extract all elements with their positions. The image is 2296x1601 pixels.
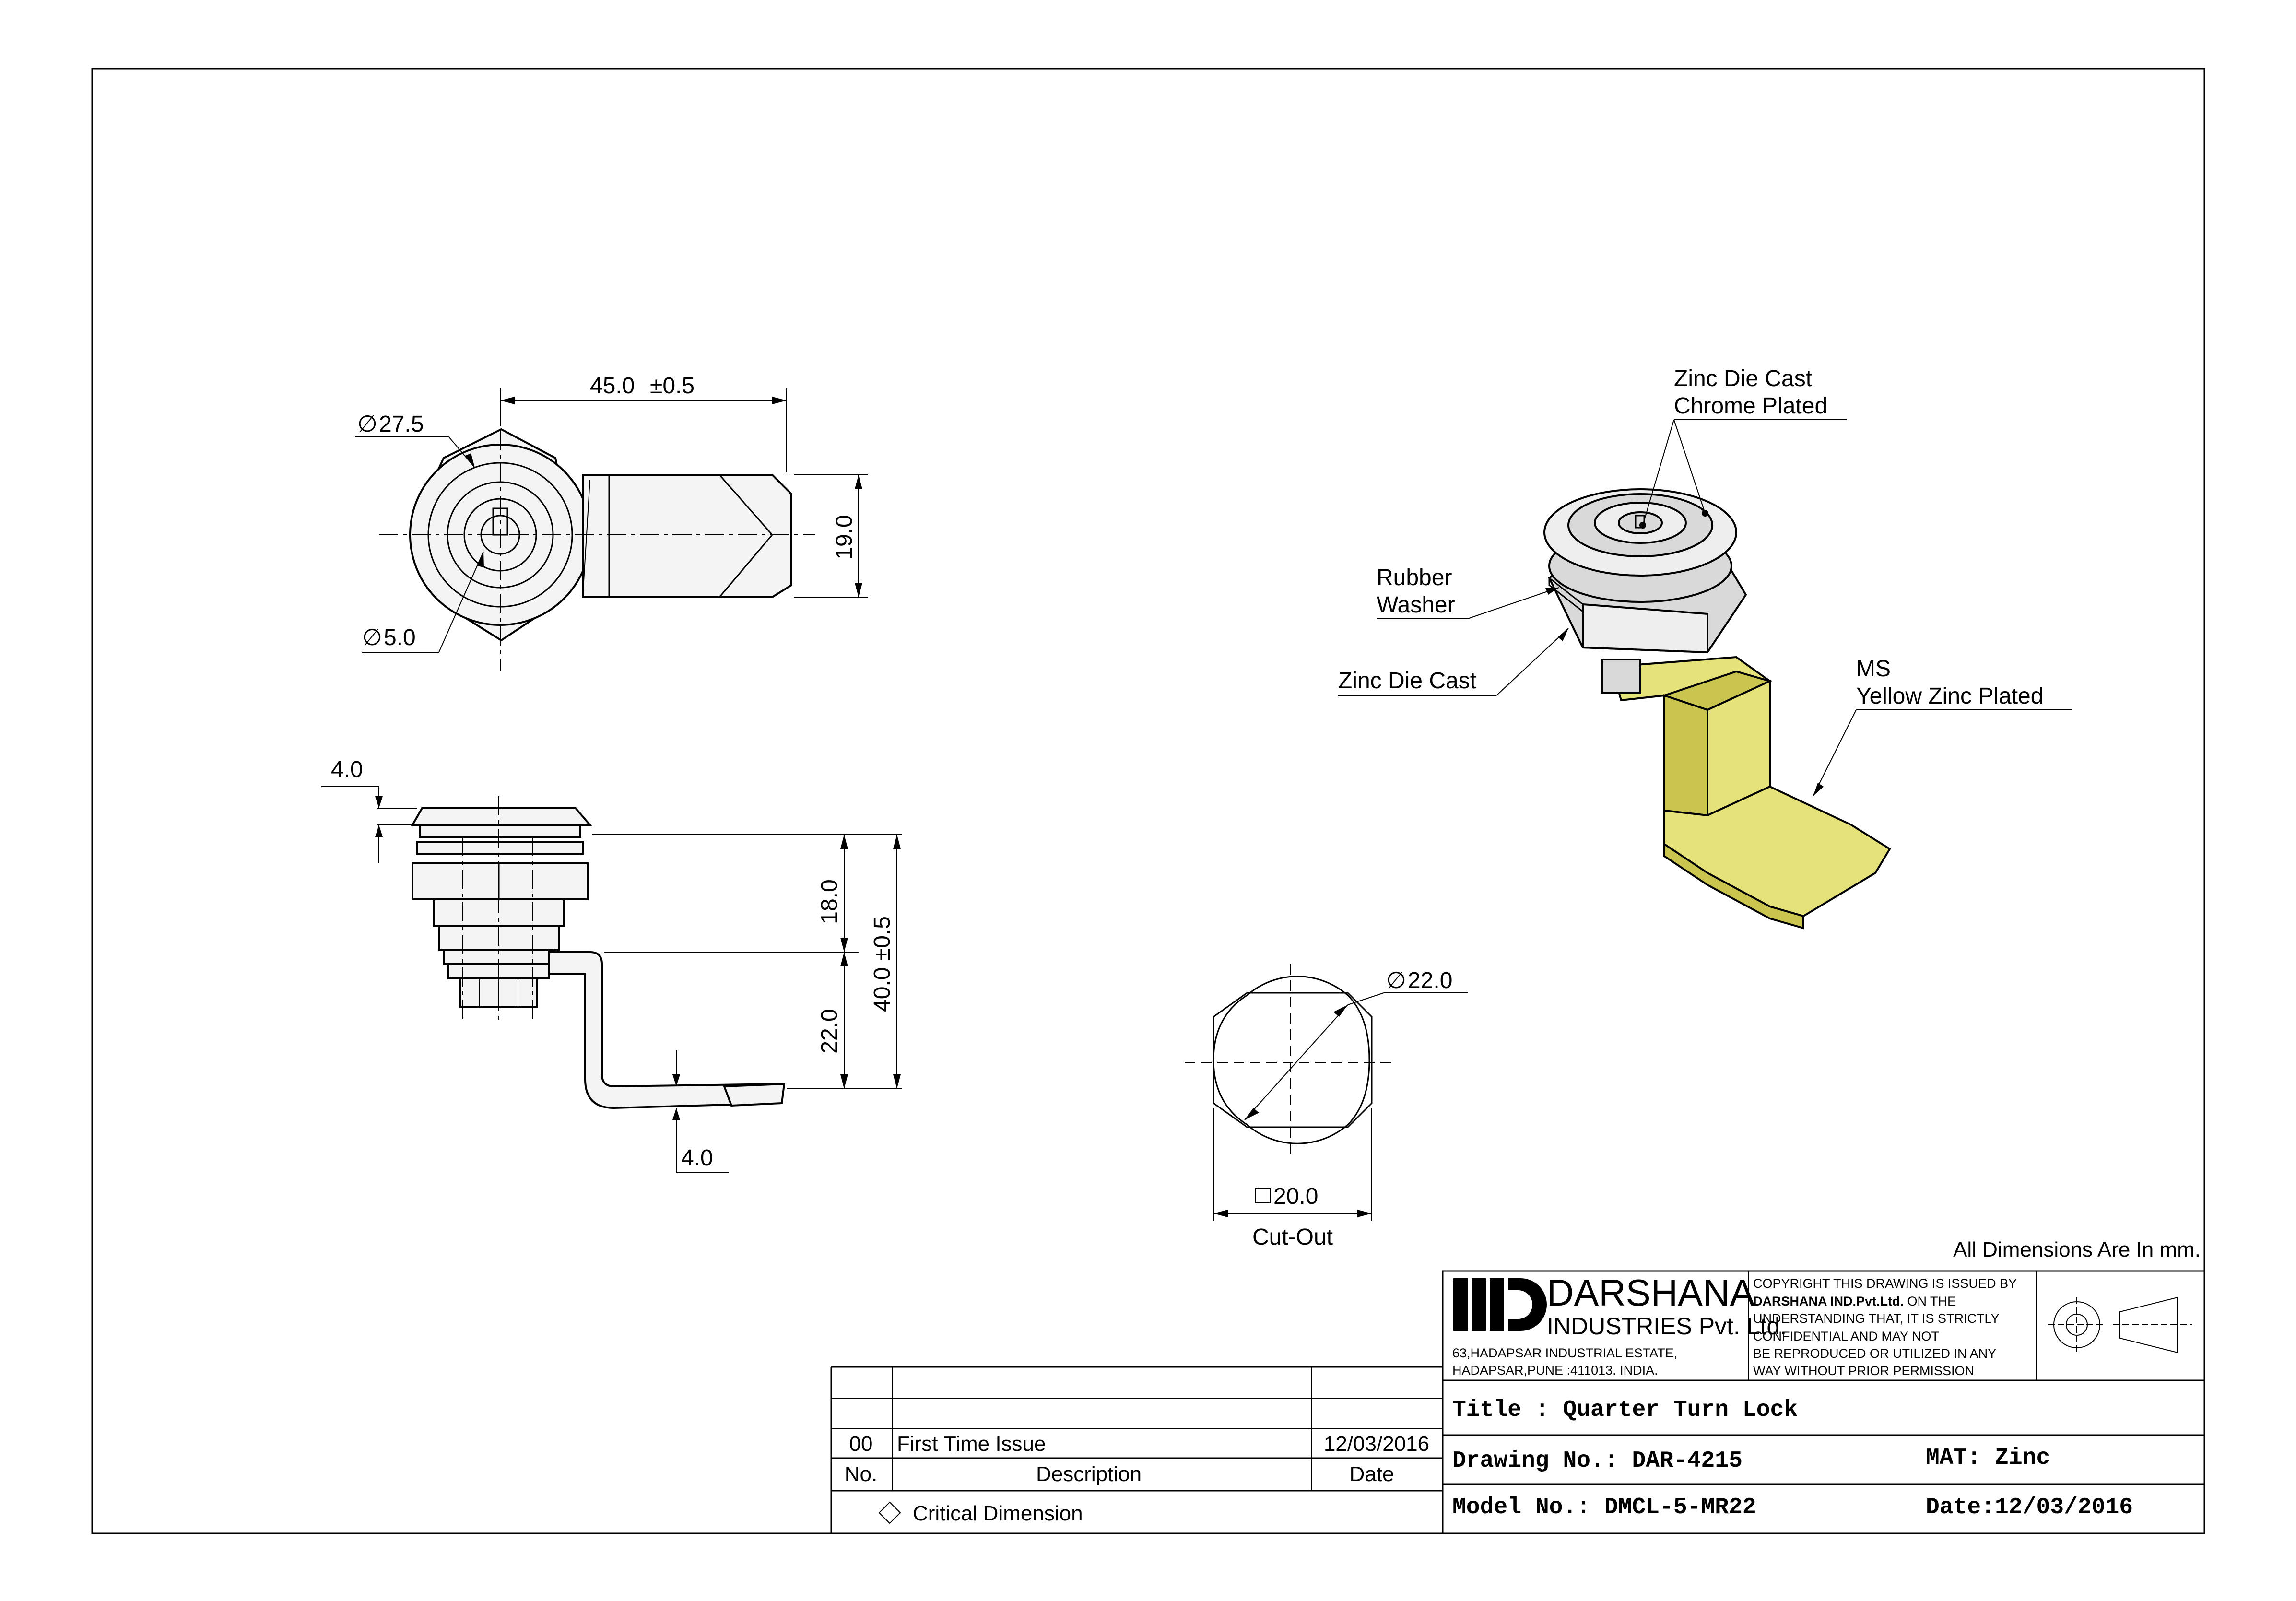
rev-header-no: No. bbox=[845, 1462, 877, 1486]
cutout-square-value: 20.0 bbox=[1273, 1184, 1318, 1209]
side-view-cap bbox=[411, 807, 592, 826]
dim-inner-dia-value: 5.0 bbox=[384, 625, 416, 650]
callout-1-line2: Chrome Plated bbox=[1674, 393, 1827, 419]
rev-header-date: Date bbox=[1350, 1462, 1394, 1486]
callout-3: Zinc Die Cast bbox=[1338, 668, 1476, 694]
rev-row-3-no: 00 bbox=[849, 1432, 873, 1456]
cutout-dia-symbol: ∅ bbox=[1386, 968, 1406, 993]
dim-length-value: 45.0 bbox=[590, 373, 635, 399]
company-sub: INDUSTRIES Pvt. Ltd. bbox=[1547, 1313, 1787, 1340]
copyright-line4: CONFIDENTIAL AND MAY NOT bbox=[1753, 1329, 1939, 1343]
side-view-nut bbox=[412, 862, 589, 900]
drawing-date: Date:12/03/2016 bbox=[1926, 1495, 2133, 1520]
company-logo bbox=[1453, 1278, 1547, 1331]
copyright-line2: DARSHANA IND.Pvt.Ltd. ON THE bbox=[1753, 1294, 1956, 1308]
dim-cap-value: 4.0 bbox=[331, 757, 363, 782]
dim-length-tolerance: ±0.5 bbox=[650, 373, 695, 399]
cutout-view: ∅ 22.0 20.0 Cut-Out bbox=[1185, 964, 1468, 1250]
top-view: 45.0 ±0.5 19.0 ∅ 27.5 ∅ 5.0 bbox=[355, 373, 868, 671]
copyright-line5: BE REPRODUCED OR UTILIZED IN ANY bbox=[1753, 1346, 1996, 1361]
sheet-border bbox=[91, 68, 2205, 1534]
company-name: DARSHANA bbox=[1547, 1271, 1754, 1314]
rev-row-3-description: First Time Issue bbox=[897, 1432, 1046, 1456]
iso-view: Zinc Die Cast Chrome Plated Rubber Washe… bbox=[1338, 366, 2072, 930]
drawing-title: Title : Quarter Turn Lock bbox=[1452, 1397, 1798, 1423]
cutout-label: Cut-Out bbox=[1252, 1224, 1333, 1250]
model-number: Model No.: DMCL-5-MR22 bbox=[1452, 1495, 1756, 1520]
dim-outer-dia-value: 27.5 bbox=[379, 412, 424, 437]
revision-table: 00 First Time Issue 12/03/2016 No. Descr… bbox=[830, 1366, 1443, 1533]
cutout-shape bbox=[1213, 976, 1370, 1144]
callout-4-line1: MS bbox=[1856, 656, 1891, 682]
critical-dimension-icon bbox=[878, 1501, 901, 1524]
units-note: All Dimensions Are In mm. bbox=[1953, 1238, 2201, 1261]
dim-inner-dia-symbol: ∅ bbox=[362, 625, 382, 650]
iso-cam-vertical bbox=[1663, 694, 1708, 817]
dim-cam-value: 4.0 bbox=[681, 1145, 713, 1171]
callout-2-line1: Rubber bbox=[1377, 565, 1452, 590]
side-view: 4.0 18.0 22.0 40.0 ±0.5 4.0 bbox=[321, 757, 902, 1173]
projection-symbol-icon bbox=[2048, 1296, 2192, 1354]
material: MAT: Zinc bbox=[1926, 1445, 2050, 1471]
title-block: DARSHANA INDUSTRIES Pvt. Ltd. 63,HADAPSA… bbox=[1442, 1270, 2205, 1534]
square-symbol bbox=[1255, 1188, 1271, 1203]
dim-lower-value: 22.0 bbox=[817, 1009, 842, 1053]
rev-row-3-date: 12/03/2016 bbox=[1324, 1432, 1429, 1456]
address-line2: HADAPSAR,PUNE :411013. INDIA. bbox=[1452, 1363, 1658, 1377]
callout-1-line1: Zinc Die Cast bbox=[1674, 366, 1812, 391]
dim-upper-value: 18.0 bbox=[817, 879, 842, 924]
rev-header-description: Description bbox=[1036, 1462, 1142, 1486]
dim-outer-dia-symbol: ∅ bbox=[357, 412, 377, 437]
critical-dimension-label: Critical Dimension bbox=[913, 1502, 1083, 1525]
copyright-line6: WAY WITHOUT PRIOR PERMISSION bbox=[1753, 1364, 1974, 1378]
callout-4-line2: Yellow Zinc Plated bbox=[1856, 683, 2043, 709]
address-line1: 63,HADAPSAR INDUSTRIAL ESTATE, bbox=[1452, 1346, 1677, 1360]
copyright-line1: COPYRIGHT THIS DRAWING IS ISSUED BY bbox=[1753, 1276, 2017, 1291]
cutout-dia-value: 22.0 bbox=[1408, 968, 1452, 993]
dim-total-value: 40.0 ±0.5 bbox=[870, 916, 895, 1012]
iso-screw bbox=[1601, 659, 1641, 694]
copyright-line3: UNDERSTANDING THAT, IT IS STRICTLY bbox=[1753, 1311, 2000, 1326]
callout-2-line2: Washer bbox=[1377, 592, 1455, 618]
drawing-number: Drawing No.: DAR-4215 bbox=[1452, 1448, 1743, 1474]
dim-width-value: 19.0 bbox=[832, 515, 857, 559]
top-view-cam bbox=[582, 474, 792, 598]
